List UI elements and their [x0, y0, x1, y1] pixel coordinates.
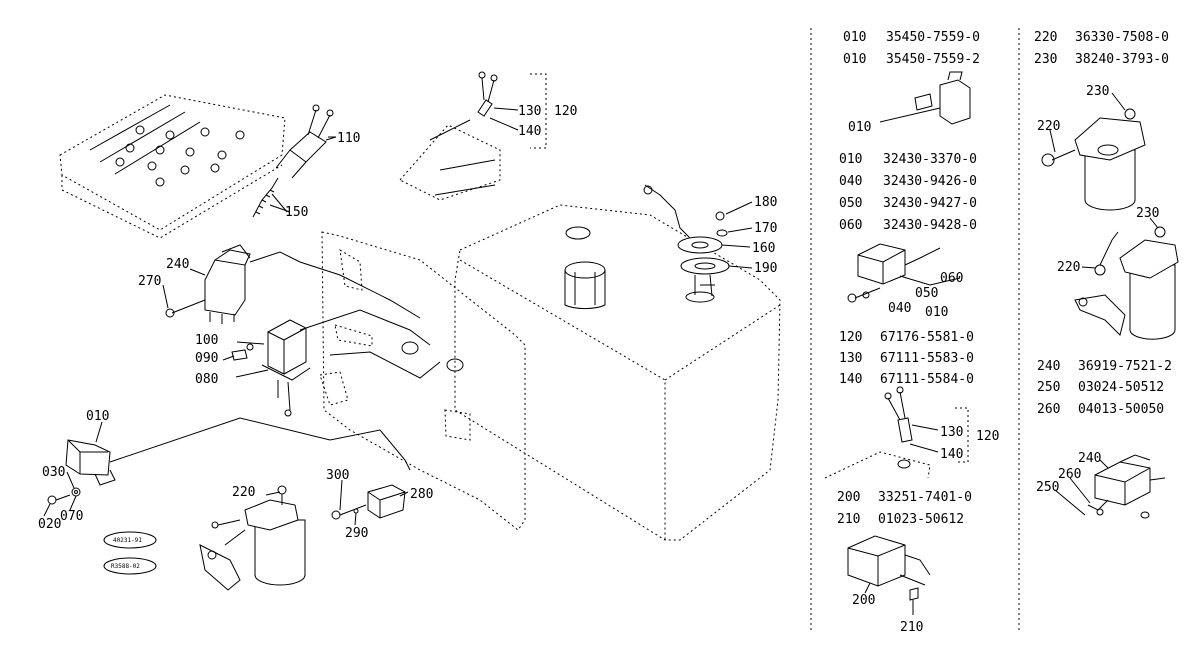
frame-plate-drawing	[319, 231, 526, 531]
fuel-sender-drawing	[643, 184, 730, 303]
parts-group-6: 240 36919-7521-2 250 03024-50512 260 040…	[1036, 359, 1172, 519]
group2-part-1: 32430-9426-0	[883, 174, 977, 189]
group5-callout-b: 220	[1037, 119, 1060, 134]
switch-bracket-120-drawing	[399, 71, 547, 201]
wiring-harness-drawing	[109, 251, 441, 471]
main-assembly-drawing	[47, 71, 781, 591]
group5-callout-a: 230	[1086, 84, 1109, 99]
controller-080-drawing	[231, 319, 311, 417]
group1-part-1: 35450-7559-2	[886, 52, 980, 67]
group2-part-0: 32430-3370-0	[883, 152, 977, 167]
parts-group-5: 220 36330-7508-0 230 38240-3793-0 230 22…	[1034, 30, 1179, 340]
group3-part-2: 67111-5584-0	[880, 372, 974, 387]
stamp-top: 40231-91	[113, 537, 142, 544]
group4-callout-a: 200	[852, 593, 875, 608]
callout-150: 150	[285, 205, 308, 220]
callout-180: 180	[754, 195, 777, 210]
group4-ref-0: 200	[837, 490, 860, 505]
group4-callout-b: 210	[900, 620, 923, 635]
callout-290: 290	[345, 526, 368, 541]
group6-callout-b: 260	[1058, 467, 1081, 482]
group2-part-3: 32430-9428-0	[883, 218, 977, 233]
callout-280: 280	[410, 487, 433, 502]
callout-010: 010	[86, 409, 109, 424]
group2-ref-2: 050	[839, 196, 862, 211]
relay-280-drawing	[331, 484, 406, 520]
group2-ref-0: 010	[839, 152, 862, 167]
callout-020: 020	[38, 517, 61, 532]
group3-callout-b: 140	[940, 447, 963, 462]
group3-callout-a: 130	[940, 425, 963, 440]
group6-part-0: 36919-7521-2	[1078, 359, 1172, 374]
group1-part-0: 35450-7559-0	[886, 30, 980, 45]
instrument-panel-drawing	[59, 94, 286, 239]
spring-150-drawing	[252, 177, 291, 218]
group1-ref-0: 010	[843, 30, 866, 45]
group5-ref-1: 230	[1034, 52, 1057, 67]
group4-ref-1: 210	[837, 512, 860, 527]
callout-140: 140	[518, 124, 541, 139]
relay-010-drawing	[47, 439, 116, 505]
callout-240: 240	[166, 257, 189, 272]
group6-ref-2: 260	[1037, 402, 1060, 417]
group3-ref-2: 140	[839, 372, 862, 387]
group6-ref-0: 240	[1037, 359, 1060, 374]
group2-callout-b: 050	[915, 286, 938, 301]
group6-part-1: 03024-50512	[1078, 380, 1164, 395]
group1-callout-a: 010	[848, 120, 871, 135]
group2-part-2: 32430-9427-0	[883, 196, 977, 211]
group6-callout-c: 250	[1036, 480, 1059, 495]
callout-030: 030	[42, 465, 65, 480]
callout-070: 070	[60, 509, 83, 524]
group2-callout-c: 040	[888, 301, 911, 316]
stamp-bottom: R3588-02	[111, 563, 140, 570]
callout-190: 190	[754, 261, 777, 276]
relay-240-drawing	[165, 244, 251, 324]
group1-ref-1: 010	[843, 52, 866, 67]
group5-ref-0: 220	[1034, 30, 1057, 45]
callout-300: 300	[326, 468, 349, 483]
group3-ref-1: 130	[839, 351, 862, 366]
callout-220: 220	[232, 485, 255, 500]
callout-110: 110	[337, 131, 360, 146]
callout-080: 080	[195, 372, 218, 387]
parts-group-3: 120 67176-5581-0 130 67111-5583-0 140 67…	[824, 330, 999, 479]
callout-leaders	[43, 136, 753, 526]
group3-ref-0: 120	[839, 330, 862, 345]
group2-callout-d: 010	[925, 305, 948, 320]
group5-callout-d: 220	[1057, 260, 1080, 275]
timer-110-drawing	[275, 104, 337, 179]
group2-callout-a: 060	[940, 271, 963, 286]
callout-100: 100	[195, 333, 218, 348]
parts-group-2: 010 32430-3370-0 040 32430-9426-0 050 32…	[839, 152, 977, 320]
callout-160: 160	[752, 241, 775, 256]
group3-callout-c: 120	[976, 429, 999, 444]
group4-part-1: 01023-50612	[878, 512, 964, 527]
callout-130: 130	[518, 104, 541, 119]
group5-part-0: 36330-7508-0	[1075, 30, 1169, 45]
group2-ref-3: 060	[839, 218, 862, 233]
group2-ref-1: 040	[839, 174, 862, 189]
group3-part-1: 67111-5583-0	[880, 351, 974, 366]
group6-callout-a: 240	[1078, 451, 1101, 466]
group3-part-0: 67176-5581-0	[880, 330, 974, 345]
callout-270: 270	[138, 274, 161, 289]
group5-callout-c: 230	[1136, 206, 1159, 221]
starter-motor-220-drawing	[199, 485, 306, 591]
group6-ref-1: 250	[1037, 380, 1060, 395]
group5-part-1: 38240-3793-0	[1075, 52, 1169, 67]
parts-group-4: 200 33251-7401-0 210 01023-50612 200 210	[837, 490, 972, 635]
group4-part-0: 33251-7401-0	[878, 490, 972, 505]
callout-120: 120	[554, 104, 577, 119]
parts-group-1: 010 35450-7559-0 010 35450-7559-2 010	[843, 30, 980, 135]
callout-170: 170	[754, 221, 777, 236]
callout-090: 090	[195, 351, 218, 366]
stamp-group	[103, 531, 157, 575]
group6-part-2: 04013-50050	[1078, 402, 1164, 417]
fuel-tank-drawing	[454, 204, 781, 541]
